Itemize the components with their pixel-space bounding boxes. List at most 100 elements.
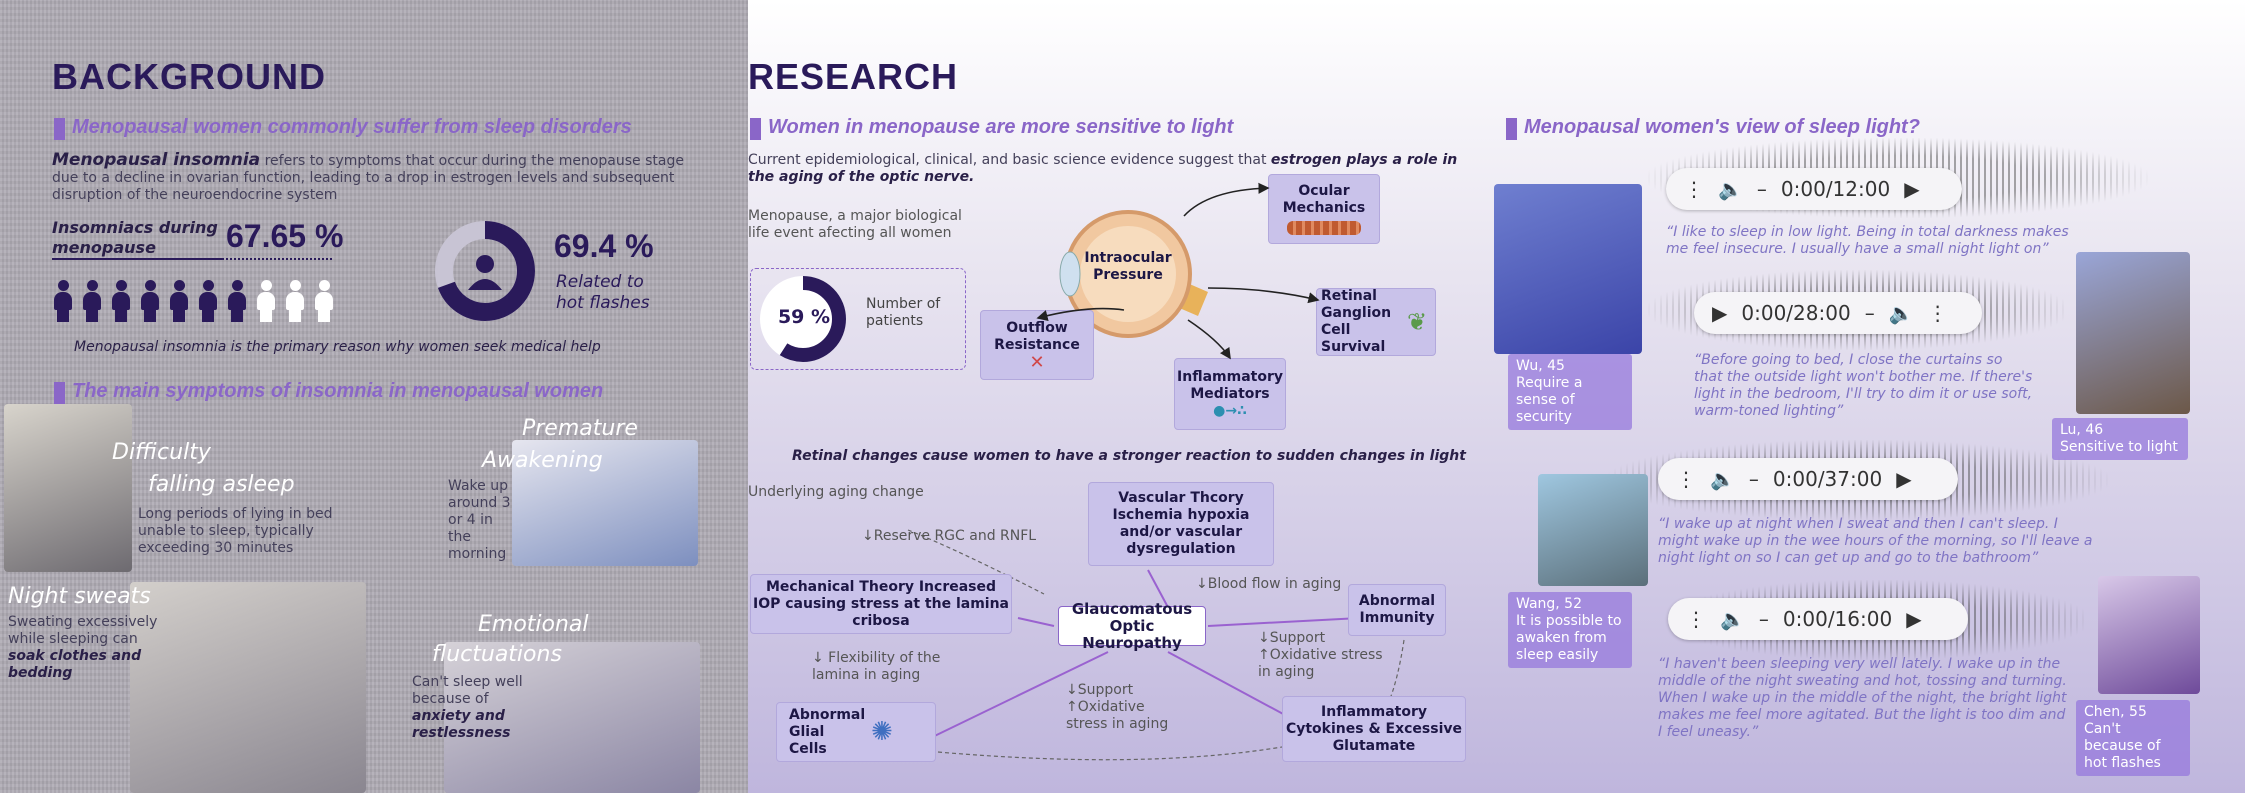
symptom-sweats-desc-text: Sweating excessively while sleeping can [8,614,158,647]
insomnia-term: Menopausal insomnia [52,150,261,170]
node-glaucomatous-neuropathy: Glaucomatous Optic Neuropathy [1058,600,1206,651]
arrow-to-inflammatory [1187,319,1231,360]
patients-donut-value: 59 % [777,306,831,328]
audio-player-1[interactable]: ⋮🔈–0:00/12:00▶ [1666,168,1962,210]
quote-wu: “I like to sleep in low light. Being in … [1666,224,2069,257]
symptom-emotional-title1: Emotional [478,612,589,637]
audio-time-3: 0:00/37:00 [1772,467,1883,491]
stat-insomniacs-label: Insomniacs during menopause [52,218,222,260]
node-inflammatory-cytokines-label: Inflammatory Cytokines & Excessive Gluta… [1285,703,1463,754]
node-vascular-theory-label: Vascular Thcory Ischemia hypoxia and/or … [1112,490,1250,557]
background-section-symptoms: The main symptoms of insomnia in menopau… [54,380,734,404]
dashed-glial-to-cytokines [937,745,1289,761]
eye-center-label: Intraocular Pressure [1084,250,1172,283]
menopause-life-event: Menopause, a major biological life event… [748,208,962,241]
more-options-icon[interactable]: ⋮ [1686,607,1706,631]
research-title: RESEARCH [748,56,959,97]
research-evidence-text: Current epidemiological, clinical, and b… [748,152,1271,168]
audio-player-4[interactable]: ⋮🔈–0:00/16:00▶ [1668,598,1968,640]
photo-interviewee-lu [2076,252,2190,414]
stat-insomniacs-value: 67.65 % [226,218,344,254]
seek-bar-dash[interactable]: – [1758,607,1769,631]
hot-flash-ring-chart [435,221,535,321]
research-evidence: Current epidemiological, clinical, and b… [748,152,1458,186]
background-panel: BACKGROUND Menopausal women commonly suf… [0,0,748,793]
hot-flash-ring-fill [435,221,535,321]
dashed-aging-to-glaucoma [907,529,1045,595]
support-immunity-label: ↓Support ↑Oxidative stress in aging [1258,630,1383,680]
line-glaucoma-glial [917,651,1109,745]
symptom-sweats-desc-bold: soak clothes and bedding [8,648,142,681]
research-panel: RESEARCH Women in menopause are more sen… [748,0,2245,793]
ganglion-cell-icon: ❦ [1407,307,1428,336]
person-icon-filled [52,280,74,322]
eye-illustration [1059,210,1208,338]
photo-woman-emotional [444,642,700,793]
seek-bar-dash[interactable]: – [1756,177,1767,201]
play-icon[interactable]: ▶ [1904,177,1920,201]
node-retinal-ganglion-label: Retinal Ganglion Cell Survival [1321,288,1392,355]
caption-wang-desc: It is possible to awaken from sleep easi… [1516,613,1622,663]
caption-lu-desc: Sensitive to light [2060,439,2178,455]
node-outflow-resistance-label: Outflow Resistance [994,319,1080,353]
background-note: Menopausal insomnia is the primary reaso… [74,339,601,355]
seek-bar-dash[interactable]: – [1864,301,1875,325]
node-glaucomatous-neuropathy-label: Glaucomatous Optic Neuropathy [1071,599,1193,652]
more-options-icon[interactable]: ⋮ [1684,177,1704,201]
volume-icon[interactable]: 🔈 [1888,301,1914,325]
person-icon-empty [255,280,277,322]
woman-body-icon [468,279,502,290]
person-icon-filled [81,280,103,322]
insomnia-description: refers to symptoms that occur during the… [52,153,684,203]
caption-chen-desc: Can't because of hot flashes [2084,721,2161,771]
more-options-icon[interactable]: ⋮ [1676,467,1696,491]
line-glaucoma-immunity [1207,617,1361,627]
patients-donut-fill [760,276,846,362]
photo-interviewee-chen [2098,576,2200,694]
reserve-rgc-label: ↓Reserve RGC and RNFL [862,528,1037,544]
arrow-to-outflow [1036,307,1125,322]
audio-time-2: 0:00/28:00 [1741,301,1851,325]
volume-icon[interactable]: 🔈 [1720,607,1745,631]
quote-lu: “Before going to bed, I close the curtai… [1694,352,2033,419]
line-glaucoma-cytokines [1167,651,1299,723]
node-vascular-theory: Vascular Thcory Ischemia hypoxia and/or … [1088,482,1274,566]
caption-wu-name: Wu, 45 [1516,358,1565,374]
caption-wu-desc: Require a sense of security [1516,375,1583,425]
caption-chen-name: Chen, 55 [2084,704,2147,720]
person-icon-empty [284,280,306,322]
symptom-difficulty-desc: Long periods of lying in bed unable to s… [138,506,333,556]
play-icon[interactable]: ▶ [1896,467,1912,491]
node-abnormal-glial-label: Abnormal Glial Cells [789,706,866,757]
volume-icon[interactable]: 🔈 [1718,177,1743,201]
node-abnormal-immunity-label: Abnormal Immunity [1358,593,1436,626]
stat-hot-flash-value: 69.4 % [554,228,654,264]
play-icon[interactable]: ▶ [1906,607,1922,631]
symptom-emotional-desc: Can't sleep well because of anxiety and … [412,674,542,742]
background-title: BACKGROUND [52,56,326,97]
retina-title: Retinal changes cause women to have a st… [792,448,1466,464]
audio-player-3[interactable]: ⋮ 🔈–0:00/37:00 ▶ [1658,458,1958,500]
audio-player-2[interactable]: ▶ 0:00/28:00–🔈 ⋮ [1694,292,1982,334]
node-ocular-mechanics-label: Ocular Mechanics [1282,183,1366,216]
node-inflammatory-mediators: Inflammatory Mediators●→∴ [1174,358,1286,430]
symptom-difficulty-title1: Difficulty [112,440,211,465]
arrow-to-retinal [1207,287,1320,304]
photo-woman-awake [512,440,698,566]
person-icon-filled [226,280,248,322]
symptom-premature-desc: Wake up around 3 or 4 in the morning [448,478,511,562]
blocked-cross-icon: ✕ [1029,351,1045,373]
node-ocular-mechanics: Ocular Mechanics [1268,174,1380,244]
photo-interviewee-wu [1494,184,1642,354]
seek-bar-dash[interactable]: – [1748,467,1759,491]
person-icon-filled [197,280,219,322]
more-options-icon[interactable]: ⋮ [1927,301,1948,325]
cornea-shape [1059,251,1081,297]
cell-mediator-icon: ●→∴ [1213,402,1247,419]
play-icon[interactable]: ▶ [1712,301,1728,325]
photo-woman-night-sweats [130,582,366,793]
volume-icon[interactable]: 🔈 [1710,467,1735,491]
